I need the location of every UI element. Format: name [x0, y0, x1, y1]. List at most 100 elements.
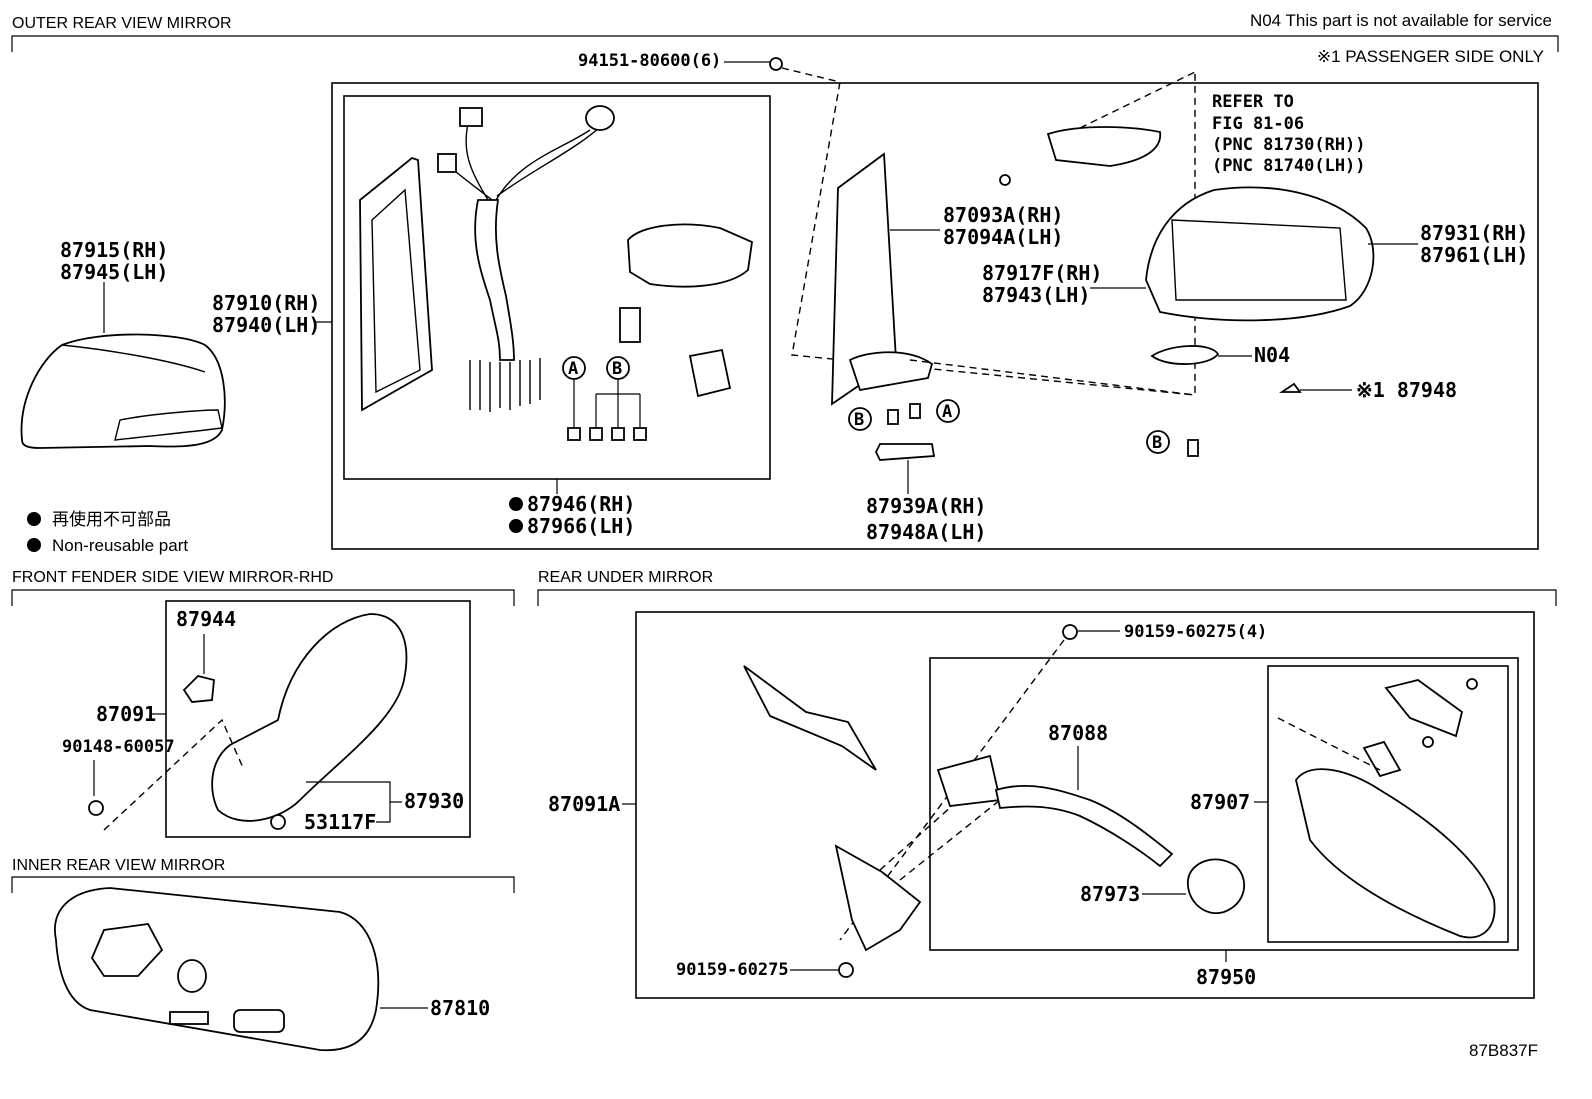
label-87939: 87939A(RH) [866, 494, 986, 518]
label-94151: 94151-80600(6) [578, 51, 721, 71]
rear-under-inner-box [1267, 665, 1509, 943]
screw-a2 [909, 403, 921, 419]
harness-connector-left [437, 153, 457, 173]
harness-wires [443, 114, 611, 201]
harness-connector-top [459, 107, 483, 127]
fender-mirror [211, 613, 408, 822]
refer-line-4: (PNC 81740(LH)) [1212, 156, 1366, 176]
label-87945: 87945(LH) [60, 260, 168, 284]
label-87810: 87810 [430, 996, 490, 1020]
note-n04: N04 This part is not available for servi… [1250, 11, 1552, 30]
legend-jp: 再使用不可部品 [52, 509, 171, 530]
dash-under-mirror [1277, 717, 1381, 771]
stay-87088 [994, 784, 1174, 868]
screw-90159b [838, 962, 854, 978]
label-87966: 87966(LH) [527, 514, 635, 538]
bracket-87091a [834, 844, 922, 952]
inner-mirror-mount [90, 923, 164, 977]
mirror-housing [1145, 186, 1375, 322]
screw-90159a [1062, 624, 1078, 640]
turn-lamp-lens [114, 409, 223, 441]
figure-code: 87B837F [1469, 1041, 1538, 1060]
gasket-n04 [1150, 345, 1220, 365]
legend-dot-jp [27, 512, 41, 526]
cap-87973 [1187, 858, 1245, 915]
marker-b3: B [1152, 433, 1162, 453]
marker-a2: A [942, 402, 952, 422]
label-87943: 87943(LH) [982, 283, 1090, 307]
refer-line-2: FIG 81-06 [1212, 114, 1304, 134]
label-87910: 87910(RH) [212, 291, 320, 315]
marker-a2-circle [936, 399, 960, 423]
label-87930: 87930 [404, 789, 464, 813]
harness-grommet [585, 105, 615, 131]
under-mirror-cover [1384, 679, 1464, 738]
marker-b2: B [854, 410, 864, 430]
refer-line-1: REFER TO [1212, 92, 1294, 112]
dash-holder [909, 359, 1196, 396]
under-mirror-hinge [1362, 740, 1402, 778]
label-87961: 87961(LH) [1420, 243, 1528, 267]
inner-mirror-sensor [169, 1011, 209, 1025]
label-53117: 53117F [304, 810, 376, 834]
screw-b2 [887, 409, 899, 425]
label-87094: 87094A(LH) [943, 225, 1063, 249]
rear-under-sub-box [929, 657, 1519, 951]
screw-53117 [270, 814, 286, 830]
note-passenger-side: ※1 PASSENGER SIDE ONLY [1317, 47, 1544, 66]
screw-set [567, 427, 647, 441]
section-title-rear-under: REAR UNDER MIRROR [538, 569, 713, 586]
clip-87948 [1279, 382, 1302, 393]
bracket-87939 [874, 443, 936, 461]
label-87948: ※1 87948 [1356, 378, 1457, 402]
section-bracket-fender [11, 589, 515, 606]
leader-87930 [306, 781, 402, 823]
section-bracket-inner [11, 876, 515, 893]
label-87093: 87093A(RH) [943, 203, 1063, 227]
label-87944: 87944 [176, 607, 236, 631]
inner-mirror-ball [177, 959, 207, 993]
harness-terminals [469, 358, 541, 412]
label-87946: 87946(RH) [527, 492, 635, 516]
dash-lamp [1079, 71, 1196, 129]
legend-dot-en [27, 538, 41, 552]
mirror-base-plate [359, 156, 433, 412]
label-90159b: 90159-60275 [676, 960, 789, 980]
marker-b3-circle [1146, 430, 1170, 454]
label-87907: 87907 [1190, 790, 1250, 814]
label-87950: 87950 [1196, 965, 1256, 989]
rear-under-box [635, 611, 1535, 999]
label-87915: 87915(RH) [60, 238, 168, 262]
label-87917: 87917F(RH) [982, 261, 1102, 285]
refer-line-3: (PNC 81730(RH)) [1212, 135, 1366, 155]
turn-signal-lamp [1046, 126, 1162, 167]
fender-box [165, 600, 471, 838]
section-title-outer: OUTER REAR VIEW MIRROR [12, 15, 232, 32]
non-reusable-dot-87946 [509, 497, 523, 511]
screw-lamp [999, 174, 1011, 186]
label-87973: 87973 [1080, 882, 1140, 906]
section-bracket-rear-under [537, 589, 1557, 606]
screw-94151 [769, 57, 783, 71]
wire-harness [474, 199, 515, 361]
under-mirror-screw [1422, 736, 1434, 748]
mirror-cover-edge [61, 344, 206, 373]
label-87091a: 87091A [548, 792, 620, 816]
housing-frame [1171, 219, 1347, 301]
label-87091: 87091 [96, 702, 156, 726]
dash-bracket [879, 789, 1001, 881]
label-87940: 87940(LH) [212, 313, 320, 337]
inner-mirror-switch [233, 1009, 285, 1033]
switch-connector [688, 348, 732, 398]
screw-90148 [88, 800, 104, 816]
marker-a: A [568, 359, 578, 379]
mirror-sticker [743, 665, 877, 771]
mirror-motor [627, 223, 753, 288]
section-title-inner: INNER REAR VIEW MIRROR [12, 857, 225, 874]
screw-b3 [1187, 439, 1199, 457]
non-reusable-dot-87966 [509, 519, 523, 533]
marker-b: B [612, 359, 622, 379]
section-title-fender: FRONT FENDER SIDE VIEW MIRROR-RHD [12, 569, 333, 586]
marker-b2-circle [848, 407, 872, 431]
label-87931: 87931(RH) [1420, 221, 1528, 245]
